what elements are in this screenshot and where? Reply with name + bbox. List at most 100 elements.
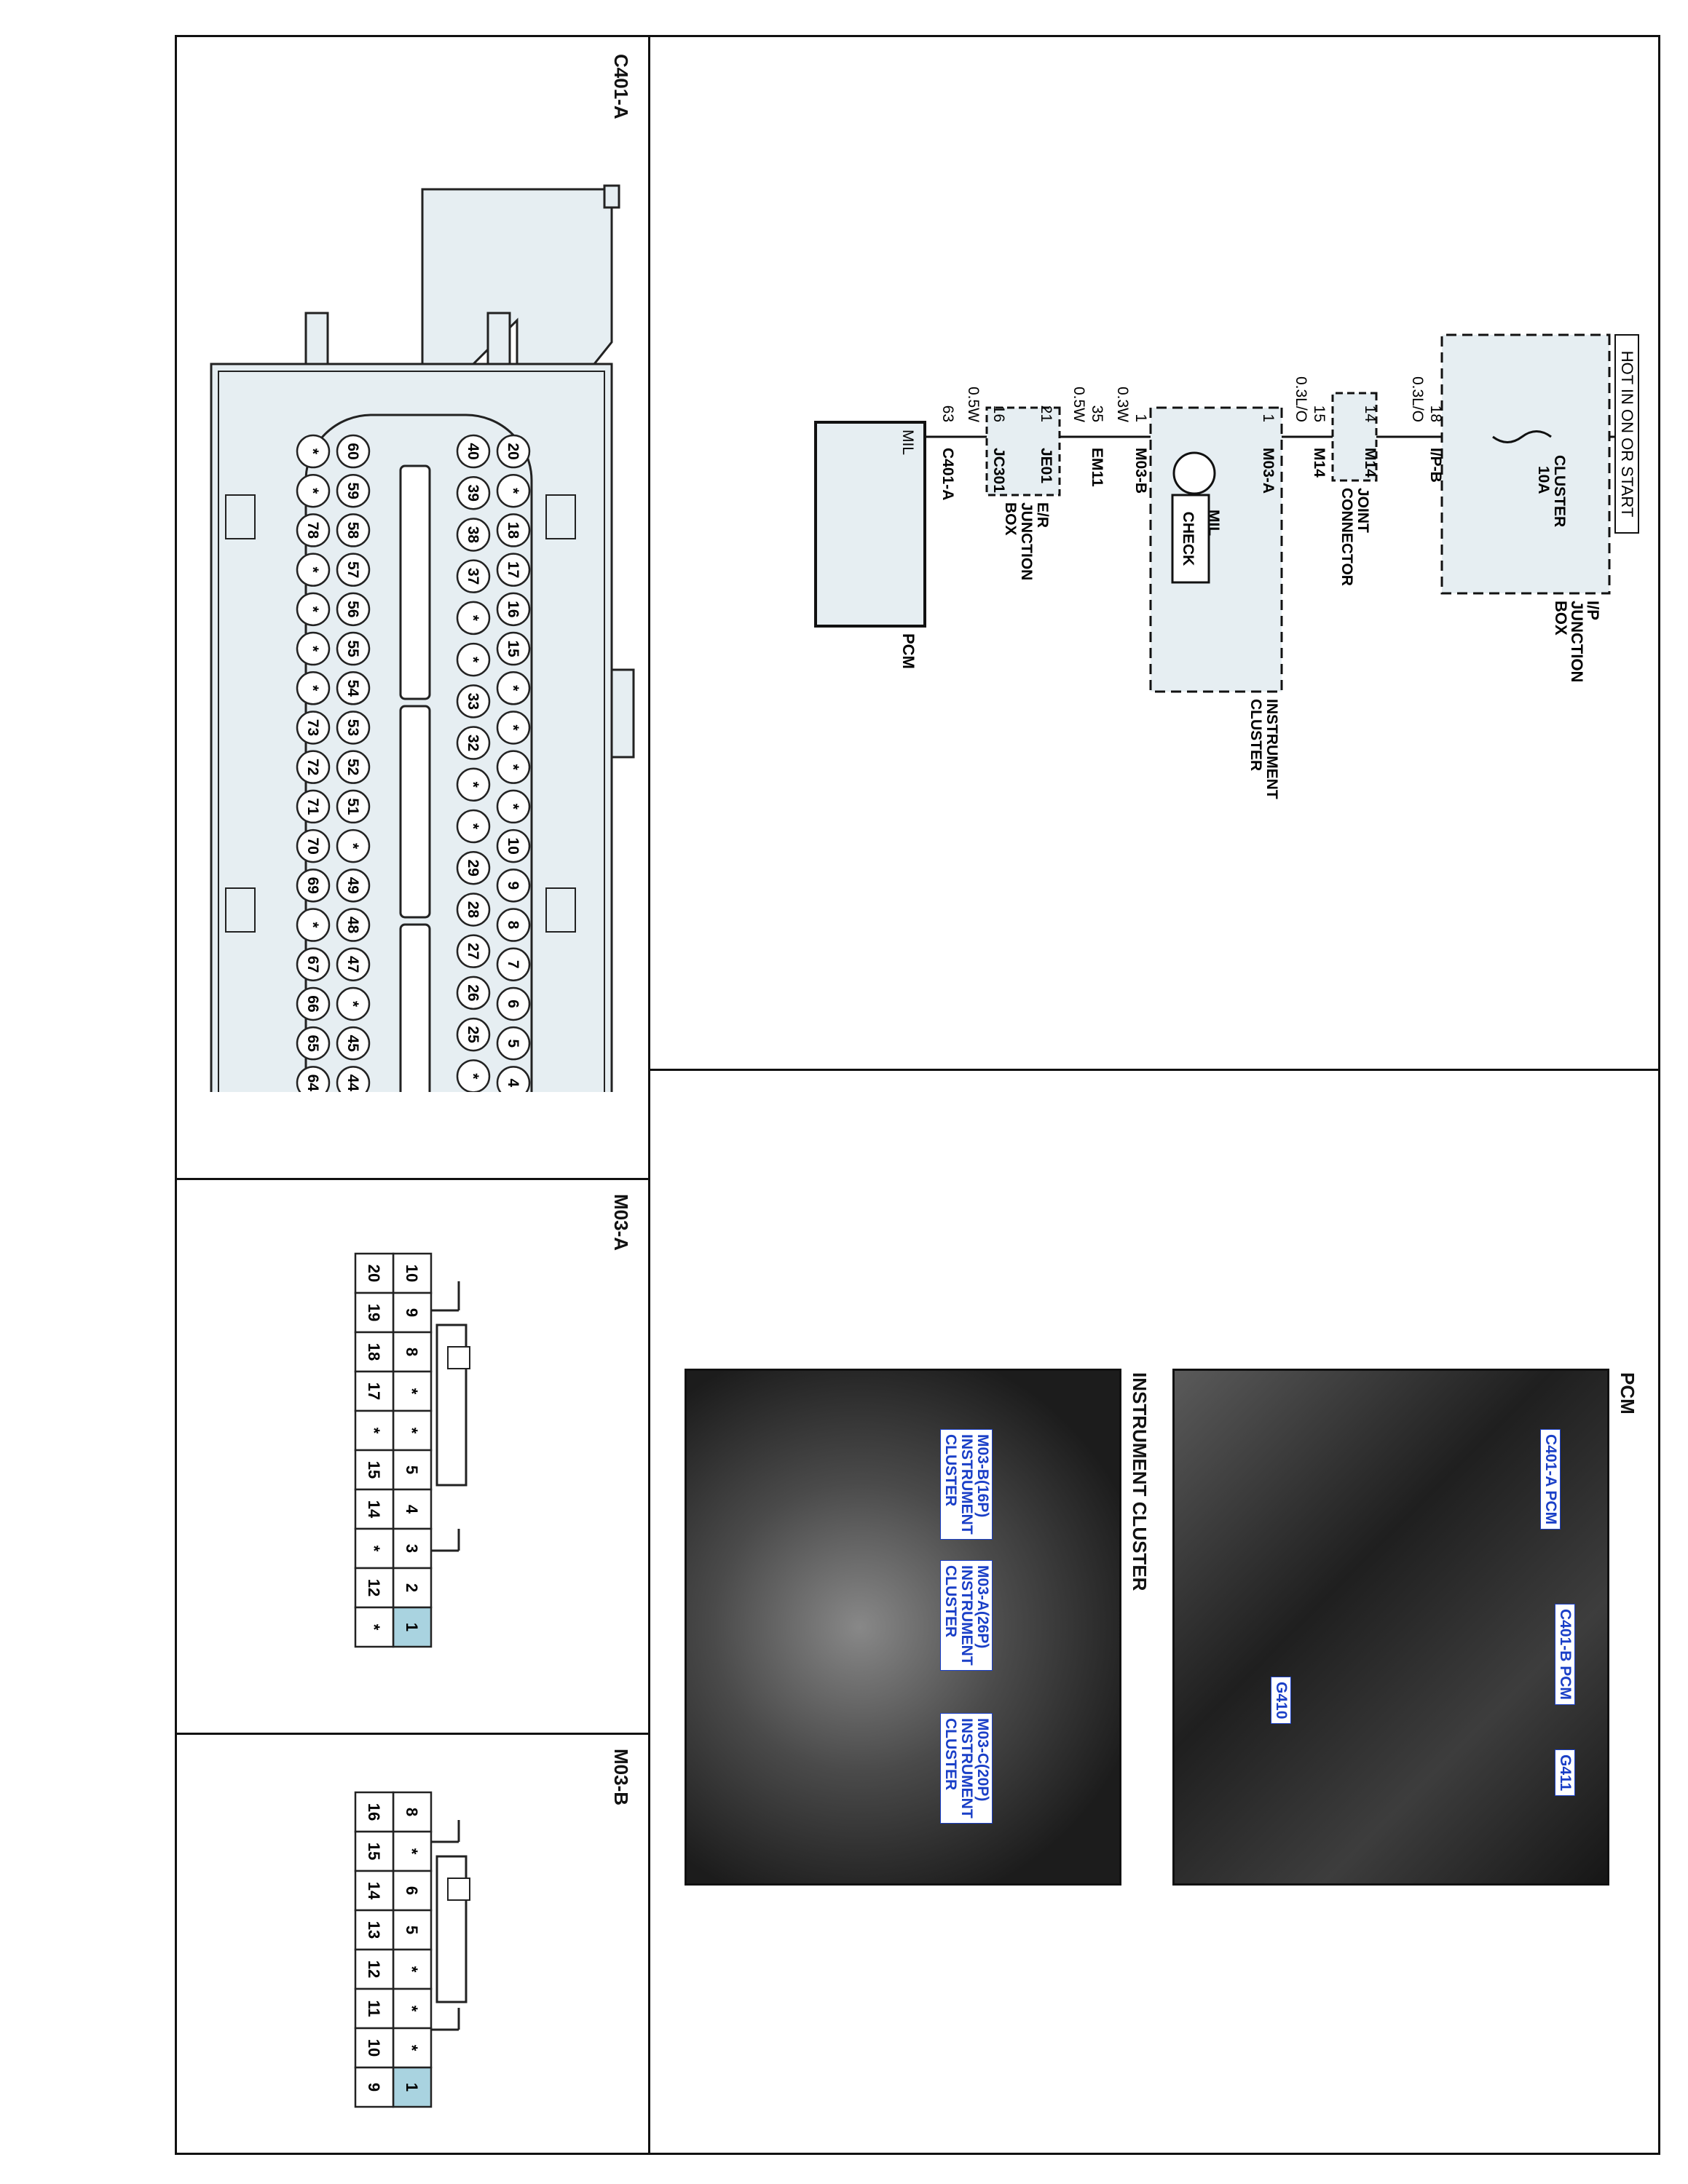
m03a-pin-cell xyxy=(392,1291,433,1334)
divider-m03a-m03b xyxy=(175,1733,650,1735)
m03b-pin-label: 15 xyxy=(365,1843,383,1860)
callout-g410: G410 xyxy=(1271,1677,1291,1725)
c401a-pin-label: 28 xyxy=(465,901,481,919)
divider-schematic-photos xyxy=(648,1069,1660,1071)
ip-box-label: I/PJUNCTIONBOX xyxy=(1552,601,1602,682)
c401a-pin xyxy=(296,592,331,627)
m03a-pin-label: 17 xyxy=(365,1382,383,1400)
c401a-pin xyxy=(456,767,491,802)
m03a-pin-cell xyxy=(354,1331,395,1373)
callout-g411: G411 xyxy=(1555,1749,1575,1797)
m14-pin-b: 15 xyxy=(1311,405,1328,422)
c401a-pin-label: 60 xyxy=(344,443,361,459)
c401a-pin-label: 33 xyxy=(465,693,481,710)
m03a-pin-cell xyxy=(392,1252,433,1294)
c401a-pin xyxy=(296,750,331,784)
c401a-pin-label: 39 xyxy=(465,485,481,502)
c401a-pin xyxy=(456,559,491,593)
wire2-label: 0.3L/O xyxy=(1293,376,1309,422)
c401a-pin-label: * xyxy=(505,724,521,731)
c401a-pin-label: 10 xyxy=(505,837,521,854)
c401a-pin xyxy=(336,947,371,981)
c401a-pin-label: * xyxy=(465,1073,481,1080)
c401a-pin-label: 8 xyxy=(505,921,521,930)
c401a-pin xyxy=(496,473,531,508)
c401a-pin xyxy=(496,750,531,784)
m03a-pin-label: 19 xyxy=(365,1304,383,1321)
fuse-label: CLUSTER10A xyxy=(1535,455,1568,527)
c401a-pin xyxy=(296,1066,331,1092)
ipb-connector-label: I/P-B xyxy=(1427,448,1444,483)
c401a-pin-label: * xyxy=(465,782,481,788)
c401a-pin xyxy=(296,908,331,942)
m03b-pin-label: 11 xyxy=(365,2000,383,2017)
callout-c401b-pcm: C401-B PCM xyxy=(1555,1604,1575,1705)
callout-m03a: M03-A(26P) INSTRUMENT CLUSTER xyxy=(940,1560,993,1671)
c401a-pin-label: * xyxy=(465,823,481,830)
m03b-pin-label: * xyxy=(403,2006,421,2012)
m03b-pin-label: 5 xyxy=(403,1926,421,1934)
m03b-pin-cell xyxy=(392,1791,433,1833)
c401a-pin-label: 57 xyxy=(344,561,361,578)
c401a-pin-label: 37 xyxy=(465,568,481,585)
c401a-pin xyxy=(456,601,491,636)
c401a-pin xyxy=(296,711,331,745)
c401a-pin xyxy=(296,789,331,824)
c401a-pin-label: 66 xyxy=(304,995,321,1012)
c401a-pin xyxy=(456,850,491,885)
m03b-pin-label: * xyxy=(403,1848,421,1855)
jc301-connector-label: JC301 xyxy=(990,448,1007,493)
c401a-pin-label: 5 xyxy=(505,1039,521,1048)
m03a-pin-cell xyxy=(354,1606,395,1648)
wire3-label: 0.3W xyxy=(1114,387,1131,422)
c401a-pin xyxy=(496,711,531,745)
c401a-pin-label: * xyxy=(465,615,481,622)
pcm-photo-title: PCM xyxy=(1617,1372,1638,1415)
c401a-pin xyxy=(296,1026,331,1061)
hot-label-box xyxy=(1614,334,1639,534)
c401a-pin-label: 15 xyxy=(505,640,521,657)
c401a-pin xyxy=(496,947,531,981)
c401a-title: C401-A xyxy=(610,54,632,119)
m03a-pin-cell xyxy=(354,1527,395,1570)
c401a-pin-label: 9 xyxy=(505,881,521,890)
c401a-pin xyxy=(496,908,531,942)
m03b-pin-label: 16 xyxy=(365,1803,383,1821)
c401a-pin-label: * xyxy=(304,606,321,613)
m03b-connector-label: M03-B xyxy=(1132,448,1149,494)
c401a-pin-label: 32 xyxy=(465,735,481,751)
c401a-pin-label: 45 xyxy=(344,1034,361,1052)
c401a-pin xyxy=(496,1026,531,1061)
c401a-pin-label: 67 xyxy=(304,956,321,973)
c401a-pin: 63 xyxy=(939,405,956,422)
c401a-pin xyxy=(496,631,531,666)
m03a-pin-cell xyxy=(354,1291,395,1334)
c401a-pin xyxy=(296,631,331,666)
m03a-pin-label: * xyxy=(365,1428,383,1434)
c401a-pin xyxy=(336,869,371,903)
m03b-pin-label: 6 xyxy=(403,1886,421,1895)
c401a-pin-label: * xyxy=(505,804,521,810)
c401a-pin xyxy=(456,1059,491,1092)
wire1-label: 0.3L/O xyxy=(1409,376,1426,422)
c401a-pin xyxy=(336,1026,371,1061)
pcm-signal-label: MIL xyxy=(899,430,916,455)
schematic-diagram: HOT IN ON OR START I/PJUNCTIONBOX CLUSTE… xyxy=(814,333,1639,799)
m03b-pin-cell xyxy=(392,2066,433,2108)
check-label: CHECK xyxy=(1180,512,1196,566)
m14-pin-a: 14 xyxy=(1362,405,1379,423)
c401a-pin xyxy=(336,631,371,666)
c401a-pin-label: 64 xyxy=(304,1075,321,1092)
joint-connector-box xyxy=(1331,392,1378,482)
c401a-pin-label: 48 xyxy=(344,917,361,934)
je01-connector-label: JE01 xyxy=(1038,448,1054,483)
c401a-pin-label: 4 xyxy=(505,1079,521,1088)
m14-connector-a: M14 xyxy=(1362,448,1379,478)
c401a-pin-label: 55 xyxy=(344,640,361,657)
c401a-pin-label: 6 xyxy=(505,1000,521,1008)
instrument-cluster-label: INSTRUMENTCLUSTER xyxy=(1247,699,1280,799)
c401a-pin xyxy=(456,518,491,552)
c401a-pin xyxy=(336,513,371,547)
